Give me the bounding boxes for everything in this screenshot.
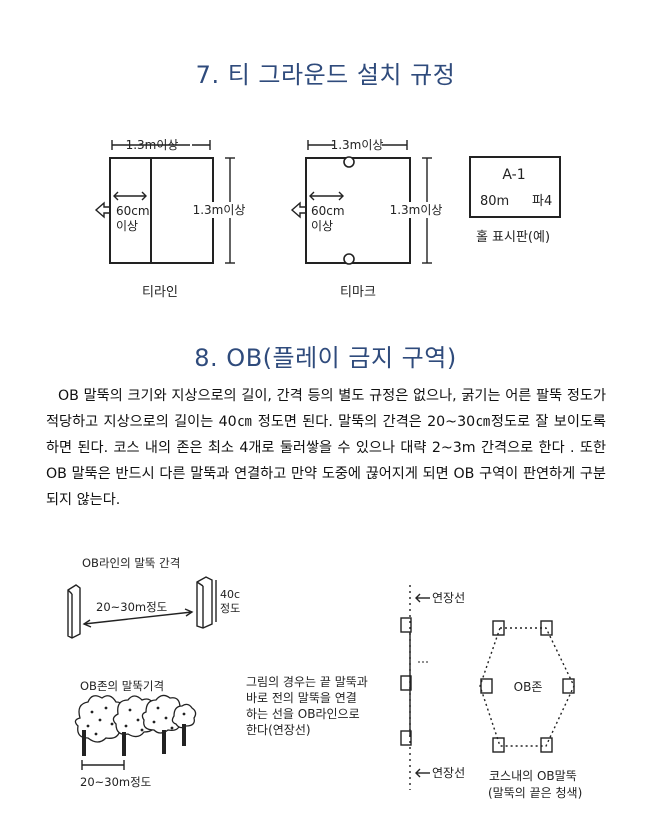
- tee-line-inner-dim-2: 이상: [116, 219, 138, 233]
- hole-sign-line-1: A-1: [502, 167, 525, 183]
- tee-mark-inner-arrow-right: [338, 191, 344, 201]
- ob-zone-stake-bottom-right: [540, 737, 553, 753]
- ob-zone-hexagon-figure: OB존 코스내의 OB말뚝 (말뚝의 끝은 청색): [479, 620, 582, 800]
- ob-zone-title: OB존의 말뚝기격: [80, 679, 164, 693]
- zone-stake-1: [82, 730, 86, 756]
- extension-note-line-1: 그림의 경우는 끝 말뚝과: [246, 675, 368, 689]
- ob-stake-left-icon: [67, 584, 81, 639]
- zone-stake-2: [122, 732, 126, 756]
- ob-stake-right-edge: [196, 581, 204, 587]
- tee-ground-diagram: 1.3m이상 1.3m이상 60cm 이상 티라인 1.3m이상: [94, 138, 561, 300]
- extension-bottom-arrow-icon: [415, 768, 421, 778]
- hole-sign-board: [469, 156, 561, 218]
- ob-line-spacing: 20~30m정도: [96, 600, 167, 614]
- bush-texture: [86, 706, 186, 736]
- tee-line-direction-arrow-icon: [94, 201, 111, 219]
- ob-description-text: OB 말뚝의 크기와 지상으로의 길이, 간격 등의 별도 규정은 없으나, 굵…: [46, 388, 606, 508]
- extension-top-arrow-icon: [415, 593, 421, 603]
- tee-mark-direction-arrow-icon: [290, 201, 307, 219]
- zone-stake-4: [182, 724, 186, 746]
- tee-mark-inner-arrow-left: [309, 191, 315, 201]
- tee-mark-inner-dim-2: 이상: [311, 219, 333, 233]
- tee-mark-inner-dim-1: 60cm: [311, 204, 345, 218]
- ob-line-spacing-arrow-left: [82, 619, 92, 628]
- ob-zone-stake-right: [562, 678, 575, 694]
- tee-line-side-dim-bg: [196, 202, 244, 218]
- extension-note-line-2: 바로 전의 말뚝을 연결: [246, 691, 357, 705]
- tee-marker-bottom-icon: [343, 253, 355, 265]
- tee-mark-figure: 1.3m이상 1.3m이상 60cm 이상 티마크: [290, 138, 443, 300]
- hole-sign-figure: A-1 80m 파4 홀 표시판(예): [469, 156, 561, 245]
- ob-line-title: OB라인의 말뚝 간격: [82, 556, 180, 570]
- ob-stake-right-icon: [196, 576, 213, 629]
- ob-zone-stake-bottom-left: [492, 737, 505, 753]
- course-ob-caption-2: (말뚝의 끝은 청색): [488, 786, 582, 800]
- extension-stake-3: [400, 730, 412, 746]
- ob-zone-stake-left: [480, 678, 493, 694]
- ob-stake-left-edge: [67, 589, 73, 595]
- tee-mark-top-dim: 1.3m이상: [331, 138, 384, 152]
- ob-zone-boundary: [479, 627, 575, 747]
- section-7-title: 7. 티 그라운드 설치 규정: [195, 61, 456, 89]
- ob-zone-stake-top-left: [492, 620, 505, 636]
- ob-zone-spacing-figure: OB존의 말뚝기격 20~30m정도: [74, 679, 197, 789]
- hole-sign-caption: 홀 표시판(예): [476, 230, 550, 245]
- zone-stake-3: [162, 730, 166, 754]
- tee-line-inner-arrow-left: [113, 191, 119, 201]
- tee-line-top-dim: 1.3m이상: [126, 138, 179, 152]
- extension-line-figure: 연장선 연장선 그림의 경우는 끝 말뚝과 바로 전의 말뚝을 연결 하는 선을…: [246, 585, 465, 790]
- ob-zone-label: OB존: [514, 680, 543, 694]
- tee-line-figure: 1.3m이상 1.3m이상 60cm 이상 티라인: [94, 138, 246, 300]
- tee-mark-side-dim-bg: [393, 202, 441, 218]
- tee-line-inner-arrow-right: [141, 191, 147, 201]
- ob-zone-stake-top-right: [540, 620, 553, 636]
- ob-line-spacing-figure: OB라인의 말뚝 간격 20~30m정도 40c 정도: [67, 556, 240, 639]
- tee-marker-top-icon: [343, 156, 355, 168]
- tee-mark-side-dim: 1.3m이상: [390, 203, 443, 217]
- tee-line-side-dim: 1.3m이상: [193, 203, 246, 217]
- extension-note-line-3: 하는 선을 OB라인으로: [246, 707, 360, 721]
- tee-line-inner-dim-1: 60cm: [116, 204, 150, 218]
- ob-zone-spacing: 20~30m정도: [80, 775, 151, 789]
- ob-line-height-2: 정도: [220, 602, 240, 615]
- tee-mark-caption: 티마크: [340, 285, 376, 300]
- extension-bottom-label: 연장선: [432, 766, 465, 780]
- ob-line-height-1: 40c: [220, 588, 240, 601]
- bush-cluster-icon: [74, 694, 197, 743]
- extension-stake-2: [400, 675, 412, 691]
- extension-stake-1: [400, 617, 412, 633]
- ob-line-spacing-arrow-right: [184, 608, 194, 617]
- hole-sign-line-2-left: 80m: [480, 194, 509, 209]
- tee-line-caption: 티라인: [142, 285, 178, 300]
- section-8-title: 8. OB(플레이 금지 구역): [194, 344, 457, 372]
- ob-line-spacing-arrow: [83, 611, 193, 625]
- extension-top-label: 연장선: [432, 591, 465, 605]
- hole-sign-line-2-right: 파4: [532, 194, 552, 209]
- course-ob-caption-1: 코스내의 OB말뚝: [489, 769, 577, 783]
- extension-note-line-4: 한다(연장선): [246, 723, 311, 737]
- ob-description-paragraph: OB 말뚝의 크기와 지상으로의 길이, 간격 등의 별도 규정은 없으나, 굵…: [46, 383, 606, 513]
